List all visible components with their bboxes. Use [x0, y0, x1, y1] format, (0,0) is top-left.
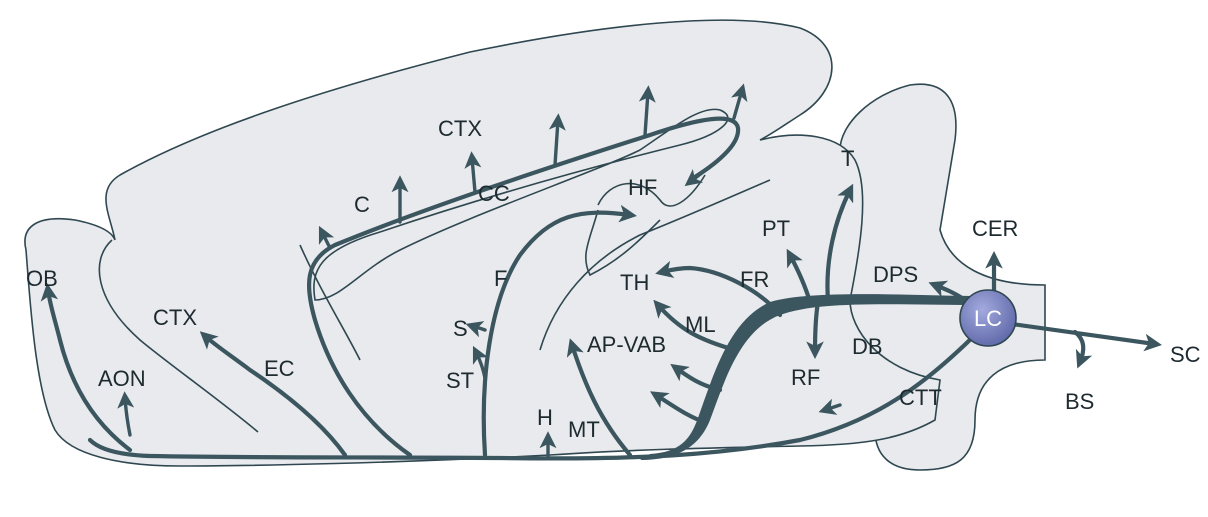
label-sc: SC — [1170, 342, 1201, 367]
hippocampus-outline — [585, 174, 706, 277]
cingulum-tract — [306, 116, 741, 458]
c-branch-5 — [638, 85, 656, 137]
dps-projection — [928, 280, 968, 303]
rf-projection — [806, 299, 824, 360]
ob-projection — [40, 283, 133, 453]
label-h: H — [537, 405, 553, 430]
ec-projection — [199, 331, 348, 458]
labels: OB AON CTX EC C CTX CC HF F S ST H MT AP… — [26, 116, 1201, 442]
label-ctx-front: CTX — [153, 305, 197, 330]
label-fr: FR — [740, 267, 769, 292]
t-projection — [825, 183, 854, 303]
label-hf: HF — [628, 175, 657, 200]
cortex-boundary — [299, 244, 361, 361]
label-s: S — [453, 316, 468, 341]
lc-node: LC — [959, 289, 1017, 347]
bs-projection — [1072, 329, 1093, 369]
label-cc: CC — [478, 181, 510, 206]
label-ml: ML — [685, 312, 716, 337]
c-branch-4 — [548, 113, 566, 167]
label-ec: EC — [264, 356, 295, 381]
label-c: C — [354, 192, 370, 217]
s-projection — [465, 321, 487, 338]
label-rf: RF — [791, 365, 820, 390]
fr-projection — [655, 260, 783, 318]
label-pt: PT — [762, 216, 790, 241]
label-bs: BS — [1065, 389, 1094, 414]
olfactory-boundary — [98, 239, 259, 433]
corpus-callosum-outline — [313, 108, 729, 301]
pathways — [40, 83, 1162, 461]
label-ctt: CTT — [899, 385, 942, 410]
st-projection — [472, 345, 489, 380]
thalamus-boundary — [539, 179, 771, 351]
label-aon: AON — [98, 366, 146, 391]
ap-vab-branch-3 — [650, 391, 708, 425]
main-ventral-tract — [87, 327, 983, 461]
rf-ctt-arrow — [818, 398, 842, 415]
pt-projection — [786, 248, 813, 305]
aon-projection — [117, 391, 135, 437]
lc-circle — [959, 289, 1017, 347]
label-t: T — [841, 146, 854, 171]
c-branch-3 — [464, 151, 482, 194]
label-f: F — [494, 266, 507, 291]
fornix-tract — [481, 204, 637, 458]
label-ctx-top: CTX — [438, 116, 482, 141]
label-db: DB — [852, 334, 883, 359]
c-branch-6 — [731, 83, 748, 120]
lc-label: LC — [974, 306, 1002, 331]
label-dps: DPS — [873, 262, 918, 287]
label-th: TH — [620, 270, 649, 295]
brain-outline — [24, 19, 1046, 471]
cerebrum-shape — [24, 19, 941, 467]
label-ob: OB — [26, 266, 58, 291]
ap-vab-branch-2 — [670, 363, 723, 393]
sc-projection — [1009, 321, 1162, 352]
label-cer: CER — [972, 216, 1018, 241]
ap-vab-branch-1 — [653, 299, 738, 353]
mt-projection — [566, 338, 633, 458]
c-branch-1 — [318, 225, 335, 250]
label-st: ST — [446, 368, 474, 393]
hf-arrow-top — [684, 163, 714, 187]
label-mt: MT — [568, 417, 600, 442]
label-ap-vab: AP-VAB — [587, 332, 666, 357]
